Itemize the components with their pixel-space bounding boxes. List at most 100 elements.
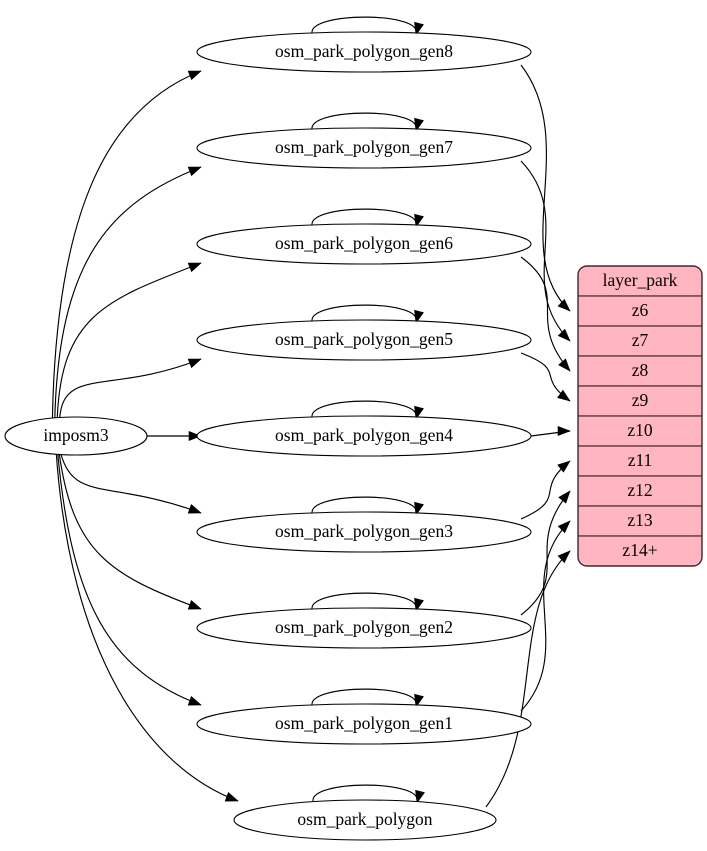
arrow-imposm3-to-gen7	[187, 166, 202, 177]
edge-imposm3-to-gen2	[58, 452, 202, 610]
self-loop-arrow-gen4	[414, 405, 424, 420]
self-loop-arrow-gen1	[414, 693, 424, 708]
arrow-imposm3-to-gen2	[187, 600, 202, 610]
arrow-gen2-to-z12	[558, 490, 571, 504]
table-header-label: layer_park	[603, 270, 678, 290]
arrow-gen1-to-z13	[557, 520, 571, 534]
table-row-cell-z13[interactable]	[578, 505, 702, 537]
node-shape-gen4	[196, 415, 532, 457]
node-imposm3[interactable]: imposm3	[4, 416, 148, 456]
node-label-gen6: osm_park_polygon_gen6	[275, 233, 453, 253]
table-row-label-z6: z6	[632, 300, 649, 320]
self-loop-arrow-gen3	[414, 501, 424, 516]
self-loop-arrow-gen6	[414, 213, 424, 228]
self-loop-arrow-gen7	[414, 117, 424, 132]
edges-layer	[51, 64, 571, 808]
self-loop-gen5	[311, 304, 417, 322]
table-row-label-z7: z7	[632, 330, 649, 350]
self-loop-layer	[311, 16, 425, 804]
self-loop-base	[312, 784, 418, 802]
arrow-gen6-to-z8	[558, 358, 571, 372]
node-shape-imposm3	[4, 416, 148, 456]
node-gen1[interactable]: osm_park_polygon_gen1	[196, 703, 532, 745]
table-row-cell-z10[interactable]	[578, 415, 702, 447]
arrow-gen7-to-z7	[557, 328, 571, 342]
table-row-label-z13: z13	[627, 510, 653, 530]
arrow-imposm3-to-gen4	[188, 430, 202, 442]
edge-imposm3-to-gen1	[57, 452, 202, 706]
self-loop-arrow-gen2	[414, 597, 424, 612]
node-base[interactable]: osm_park_polygon	[233, 799, 497, 841]
edge-gen1-to-z13	[520, 520, 571, 712]
node-label-imposm3: imposm3	[43, 425, 108, 445]
edge-imposm3-to-base	[55, 452, 239, 802]
edge-gen6-to-z8	[520, 256, 571, 372]
node-shape-gen5	[196, 319, 532, 361]
table-row-label-z8: z8	[632, 360, 649, 380]
arrow-imposm3-to-gen8	[187, 70, 202, 81]
node-label-gen4: osm_park_polygon_gen4	[275, 425, 453, 445]
node-shape-gen3	[196, 511, 532, 553]
edge-gen3-to-z11	[520, 460, 571, 520]
node-shape-gen7	[196, 127, 532, 169]
arrow-base-to-z14+	[557, 550, 571, 564]
node-gen7[interactable]: osm_park_polygon_gen7	[196, 127, 532, 169]
node-gen4[interactable]: osm_park_polygon_gen4	[196, 415, 532, 457]
table-row-label-z12: z12	[627, 480, 652, 500]
arrow-imposm3-to-base	[224, 792, 239, 802]
node-shape-base	[233, 799, 497, 841]
node-gen2[interactable]: osm_park_polygon_gen2	[196, 607, 532, 649]
table-row-cell-z11[interactable]	[578, 445, 702, 477]
arrow-gen3-to-z11	[557, 460, 571, 473]
node-shape-gen8	[196, 31, 532, 73]
self-loop-arrow-gen5	[414, 309, 424, 324]
arrow-gen4-to-z10	[557, 425, 571, 437]
node-label-gen5: osm_park_polygon_gen5	[275, 329, 453, 349]
arrow-imposm3-to-gen1	[187, 696, 202, 706]
edge-imposm3-to-gen8	[51, 70, 202, 420]
node-label-gen3: osm_park_polygon_gen3	[275, 521, 453, 541]
self-loop-gen1	[311, 688, 417, 706]
node-gen3[interactable]: osm_park_polygon_gen3	[196, 511, 532, 553]
self-loop-gen7	[311, 112, 417, 130]
node-label-gen1: osm_park_polygon_gen1	[275, 713, 453, 733]
edge-base-to-z14+	[485, 550, 571, 808]
table-row-cell-z7[interactable]	[578, 325, 702, 357]
edge-imposm3-to-gen7	[54, 166, 202, 420]
node-label-gen8: osm_park_polygon_gen8	[275, 41, 453, 61]
table-row-label-z10: z10	[627, 420, 653, 440]
edge-imposm3-to-gen5	[59, 358, 202, 420]
node-label-gen7: osm_park_polygon_gen7	[275, 137, 453, 157]
node-gen6[interactable]: osm_park_polygon_gen6	[196, 223, 532, 265]
node-shape-gen1	[196, 703, 532, 745]
node-gen5[interactable]: osm_park_polygon_gen5	[196, 319, 532, 361]
self-loop-gen8	[311, 16, 417, 34]
nodes-layer: imposm3 osm_park_polygon_gen8 osm_park_pol…	[4, 31, 532, 841]
arrow-gen5-to-z9	[557, 389, 571, 402]
arrow-imposm3-to-gen3	[187, 504, 202, 514]
table-row-label-z11: z11	[628, 450, 653, 470]
arrow-imposm3-to-gen6	[187, 262, 202, 273]
edge-imposm3-to-gen3	[60, 452, 202, 514]
node-label-base: osm_park_polygon	[297, 809, 432, 829]
table-outline	[577, 265, 703, 567]
arrow-imposm3-to-gen5	[187, 358, 202, 369]
self-loop-gen4	[311, 400, 417, 418]
self-loop-gen3	[311, 496, 417, 514]
self-loop-gen6	[311, 208, 417, 226]
self-loop-arrow-gen8	[414, 21, 424, 36]
edge-gen7-to-z7	[520, 160, 571, 342]
node-gen8[interactable]: osm_park_polygon_gen8	[196, 31, 532, 73]
table-row-cell-z14+[interactable]	[578, 535, 702, 566]
node-label-gen2: osm_park_polygon_gen2	[275, 617, 453, 637]
node-shape-gen2	[196, 607, 532, 649]
self-loop-arrow-base	[415, 789, 425, 804]
edge-imposm3-to-gen6	[56, 262, 202, 420]
table-row-label-z9: z9	[632, 390, 649, 410]
table-row-cell-z9[interactable]	[578, 385, 702, 417]
node-shape-gen6	[196, 223, 532, 265]
arrow-gen8-to-z6	[557, 298, 571, 312]
